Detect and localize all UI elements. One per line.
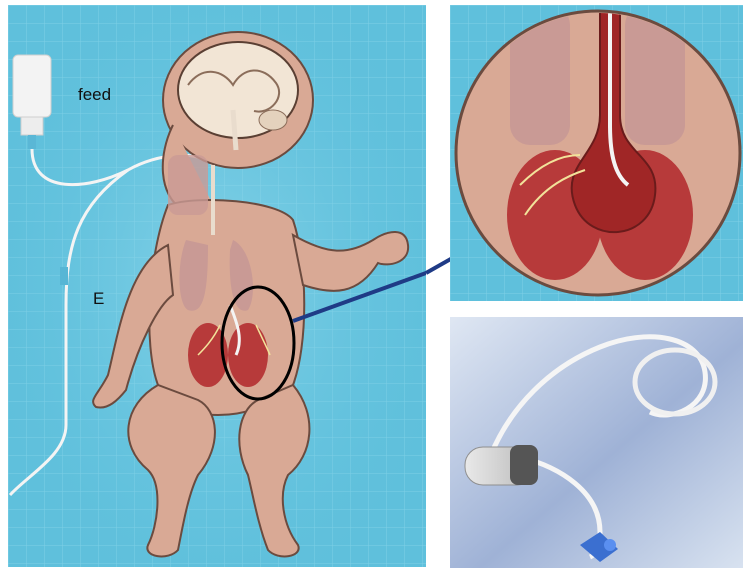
zoomed-illustration [450, 5, 743, 301]
feeding-tube-photo [450, 317, 743, 568]
tube-photo-illustration [450, 317, 743, 568]
zoomed-stomach-panel [450, 5, 743, 301]
tube-connector-icon [465, 445, 538, 485]
